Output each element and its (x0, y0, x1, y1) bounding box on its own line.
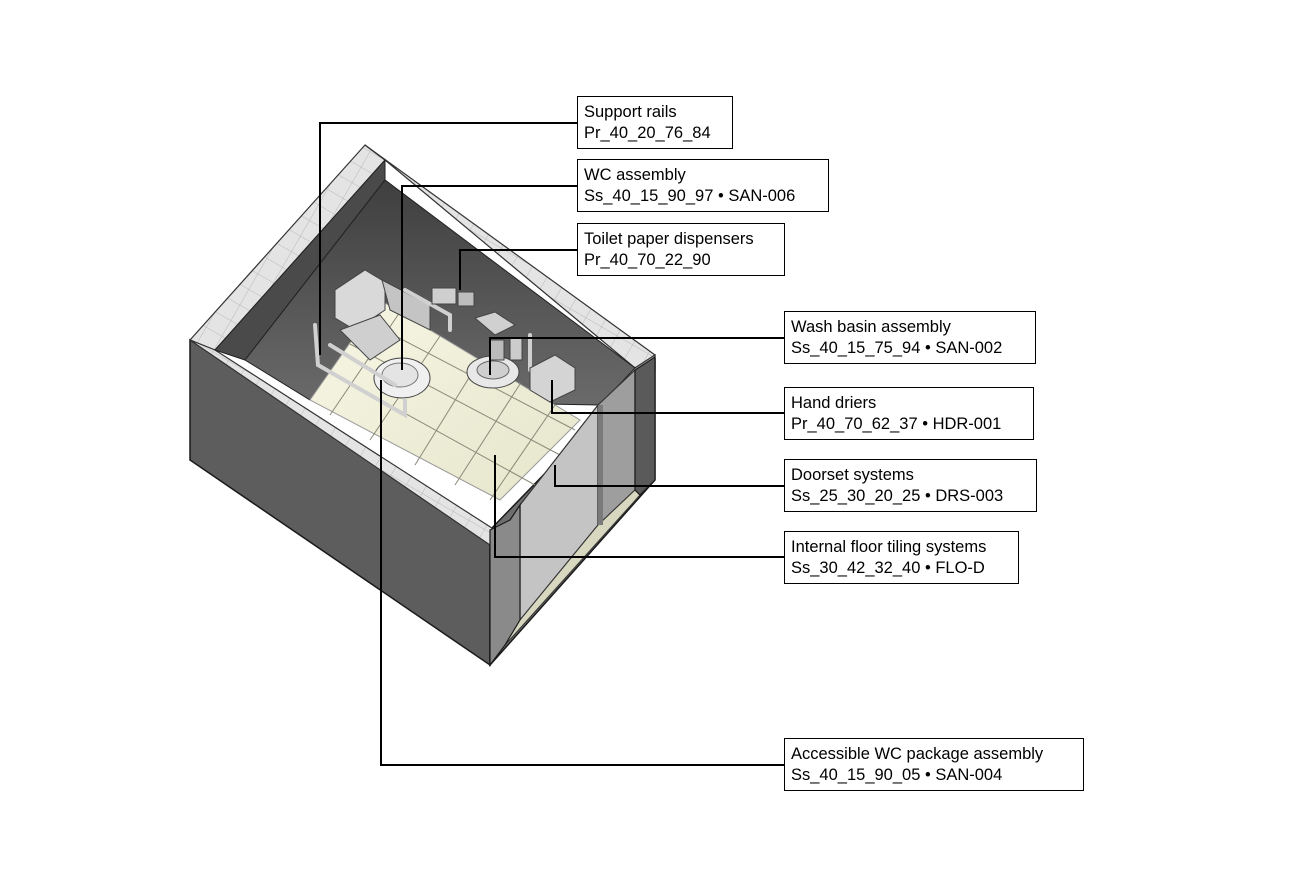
leader-line-wc-assembly (401, 185, 577, 370)
callout-name: Doorset systems (791, 466, 914, 484)
callout-code: Pr_40_20_76_84 (584, 124, 711, 142)
callout-doorset-systems: Doorset systems Ss_25_30_20_25 • DRS-003 (784, 459, 1037, 512)
callout-name: WC assembly (584, 166, 686, 184)
callout-code: Ss_25_30_20_25 • DRS-003 (791, 487, 1004, 505)
callout-code: Ss_40_15_90_97 • SAN-006 (584, 187, 796, 205)
leader-line-hand-driers (551, 380, 784, 414)
support-rails-fixture (313, 288, 532, 419)
callout-name: Accessible WC package assembly (791, 745, 1044, 763)
callout-accessible-wc-package: Accessible WC package assembly Ss_40_15_… (784, 738, 1084, 791)
leader-line-wash-basin-assembly (489, 337, 784, 375)
callout-name: Toilet paper dispensers (584, 230, 754, 248)
callout-name: Hand driers (791, 394, 877, 412)
wall-end-right (634, 355, 656, 496)
leader-line-toilet-paper-dispensers (459, 249, 577, 290)
wall-end-front (489, 503, 521, 667)
callout-name: Internal floor tiling systems (791, 538, 987, 556)
callout-name: Wash basin assembly (791, 318, 951, 336)
callout-toilet-paper-dispensers: Toilet paper dispensers Pr_40_70_22_90 (577, 223, 785, 276)
callout-internal-floor-tiling: Internal floor tiling systems Ss_30_42_3… (784, 531, 1019, 584)
leader-line-doorset-systems (554, 465, 784, 487)
leader-line-internal-floor-tiling (494, 455, 784, 558)
hand-drier-fixture (529, 354, 576, 403)
callout-wc-assembly: WC assembly Ss_40_15_90_97 • SAN-006 (577, 159, 829, 212)
callout-code: Ss_30_42_32_40 • FLO-D (791, 559, 985, 577)
callout-name: Support rails (584, 103, 677, 121)
toilet-paper-dispenser-fixture (431, 287, 475, 307)
callout-code: Ss_40_15_90_05 • SAN-004 (791, 766, 1003, 784)
callout-hand-driers: Hand driers Pr_40_70_62_37 • HDR-001 (784, 387, 1034, 440)
wc-fixture (334, 269, 431, 399)
leader-line-support-rails (319, 122, 577, 355)
wash-basin-fixture (466, 311, 523, 389)
leader-line-accessible-wc-package (380, 380, 784, 766)
callout-support-rails: Support rails Pr_40_20_76_84 (577, 96, 733, 149)
callout-code: Pr_40_70_22_90 (584, 251, 711, 269)
callout-code: Pr_40_70_62_37 • HDR-001 (791, 415, 1002, 433)
callout-code: Ss_40_15_75_94 • SAN-002 (791, 339, 1003, 357)
callout-wash-basin-assembly: Wash basin assembly Ss_40_15_75_94 • SAN… (784, 311, 1036, 364)
leader-lines (319, 122, 784, 766)
